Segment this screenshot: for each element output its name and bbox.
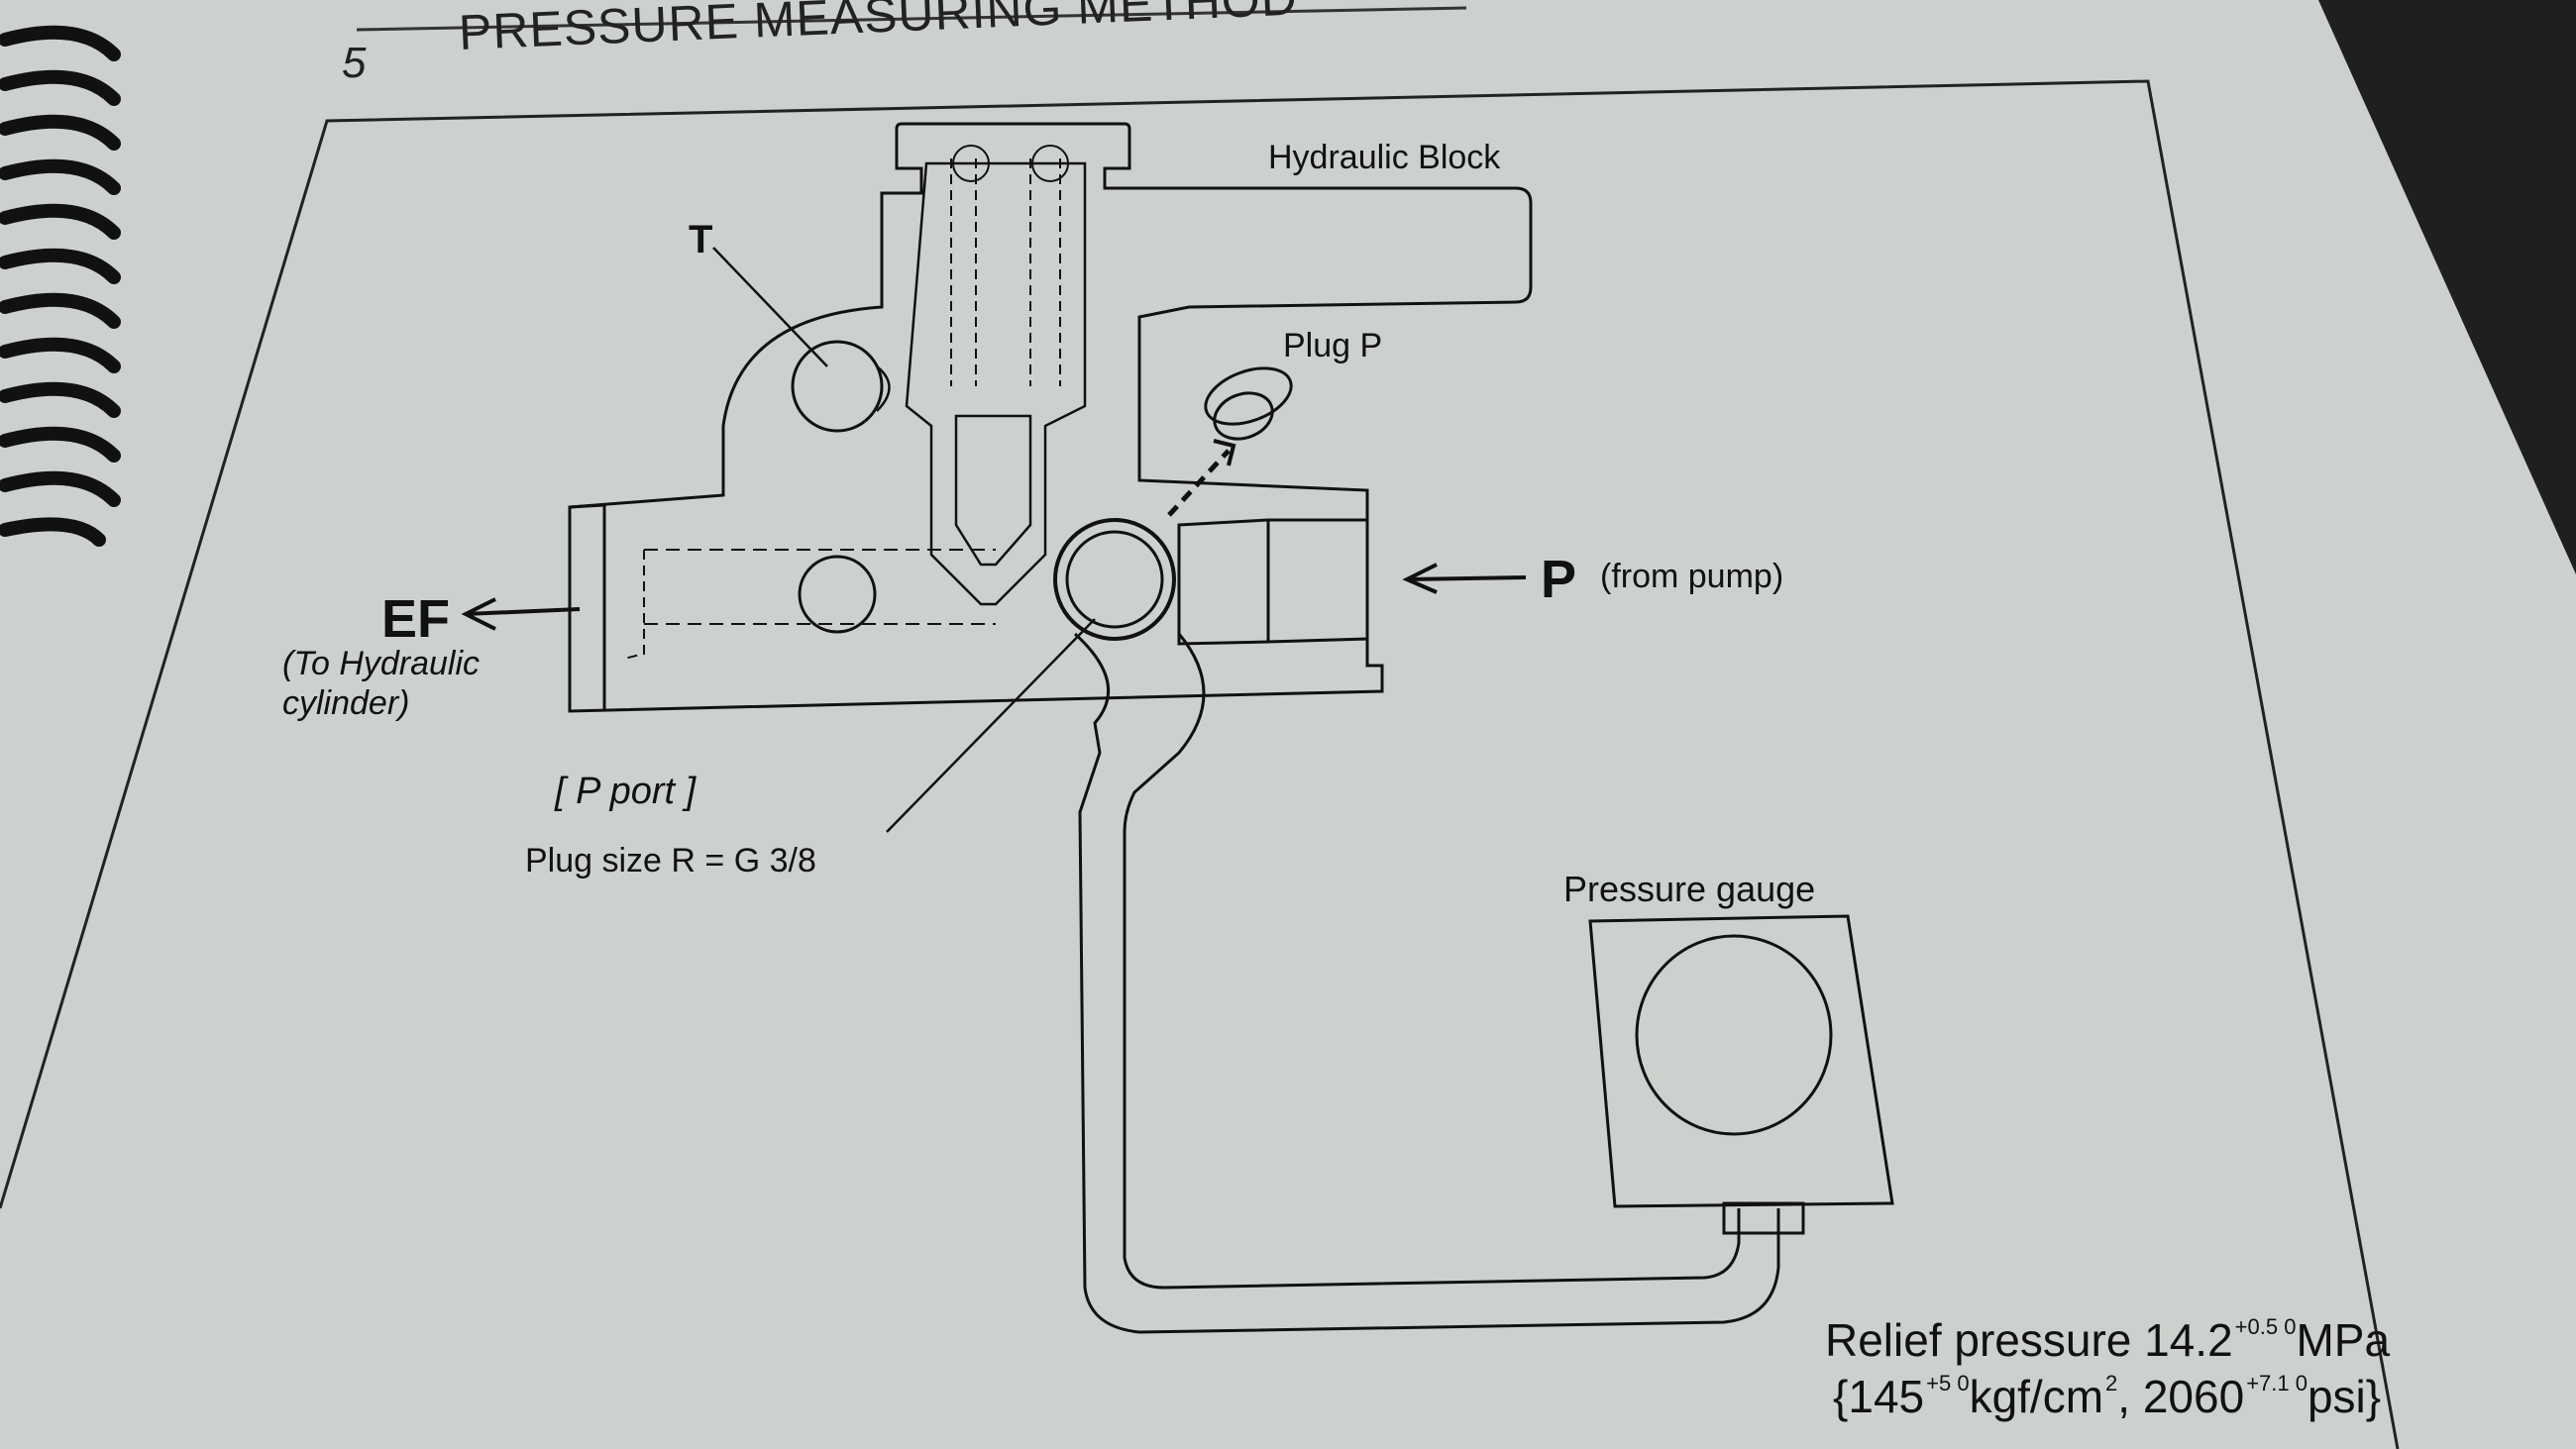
pressure-gauge-dial [1635, 934, 1833, 1136]
ef-port-end [569, 503, 606, 711]
spiral-binding [0, 25, 121, 547]
hydraulic-block-label: Hydraulic Block [1268, 139, 1501, 176]
plug-removal-arrow [1167, 449, 1231, 517]
relief-tolerance-mpa: +0.5 0 [2234, 1313, 2297, 1339]
pressure-gauge-label: Pressure gauge [1563, 869, 1816, 909]
relief-tolerance-kgf: +5 0 [1926, 1370, 1970, 1396]
ef-note-line1: (To Hydraulic [282, 645, 481, 682]
passage-circle [798, 555, 877, 634]
figure-frame [0, 79, 2400, 1449]
plug-p-icon [1204, 366, 1293, 441]
internal-passage [644, 549, 996, 625]
relief-unit-psi: psi} [2307, 1371, 2382, 1422]
pressure-gauge-body [1588, 914, 1894, 1208]
relief-value-kgf: {145 [1833, 1371, 1925, 1422]
ef-port-label: EF [381, 589, 451, 649]
valve-poppet [954, 414, 1032, 567]
relief-unit-kgf: kgf/cm [1969, 1371, 2104, 1422]
pump-port-note: (from pump) [1600, 558, 1784, 595]
ef-note-line2: cylinder) [282, 684, 410, 722]
p-arrow [1406, 575, 1527, 581]
t-leader [712, 247, 828, 367]
tank-port-label: T [689, 218, 713, 261]
gauge-hose [1073, 632, 1780, 1334]
ef-arrow [465, 607, 581, 616]
p-port-caption: [ P port ] [555, 771, 697, 812]
header-rule [356, 6, 1467, 32]
valve-spring [950, 158, 1061, 386]
relief-value-mpa: Relief pressure 14.2 [1825, 1314, 2233, 1366]
hydraulic-diagram [461, 122, 1894, 1334]
section-number: 5 [342, 39, 367, 87]
plug-size-caption: Plug size R = G 3/8 [525, 842, 816, 880]
pump-inlet-fitting [1177, 518, 1369, 646]
relief-pressure-line2: {145+5 0kgf/cm2, 2060+7.1 0psi} [1833, 1370, 2382, 1422]
relief-value-psi: , 2060 [2117, 1371, 2245, 1422]
valve-housing [905, 161, 1087, 606]
plug-size-leader [886, 618, 1096, 833]
hydraulic-block-outline [568, 122, 1533, 713]
t-port-circle [791, 340, 884, 433]
pump-port-label: P [1541, 550, 1577, 609]
relief-tolerance-psi: +7.1 0 [2246, 1370, 2308, 1396]
relief-pressure-line1: Relief pressure 14.2+0.5 0MPa [1825, 1313, 2391, 1366]
relief-unit-exponent: 2 [2105, 1370, 2118, 1396]
plug-p-label: Plug P [1283, 327, 1383, 364]
p-port-connection [1053, 518, 1176, 641]
relief-unit-mpa: MPa [2296, 1314, 2391, 1366]
